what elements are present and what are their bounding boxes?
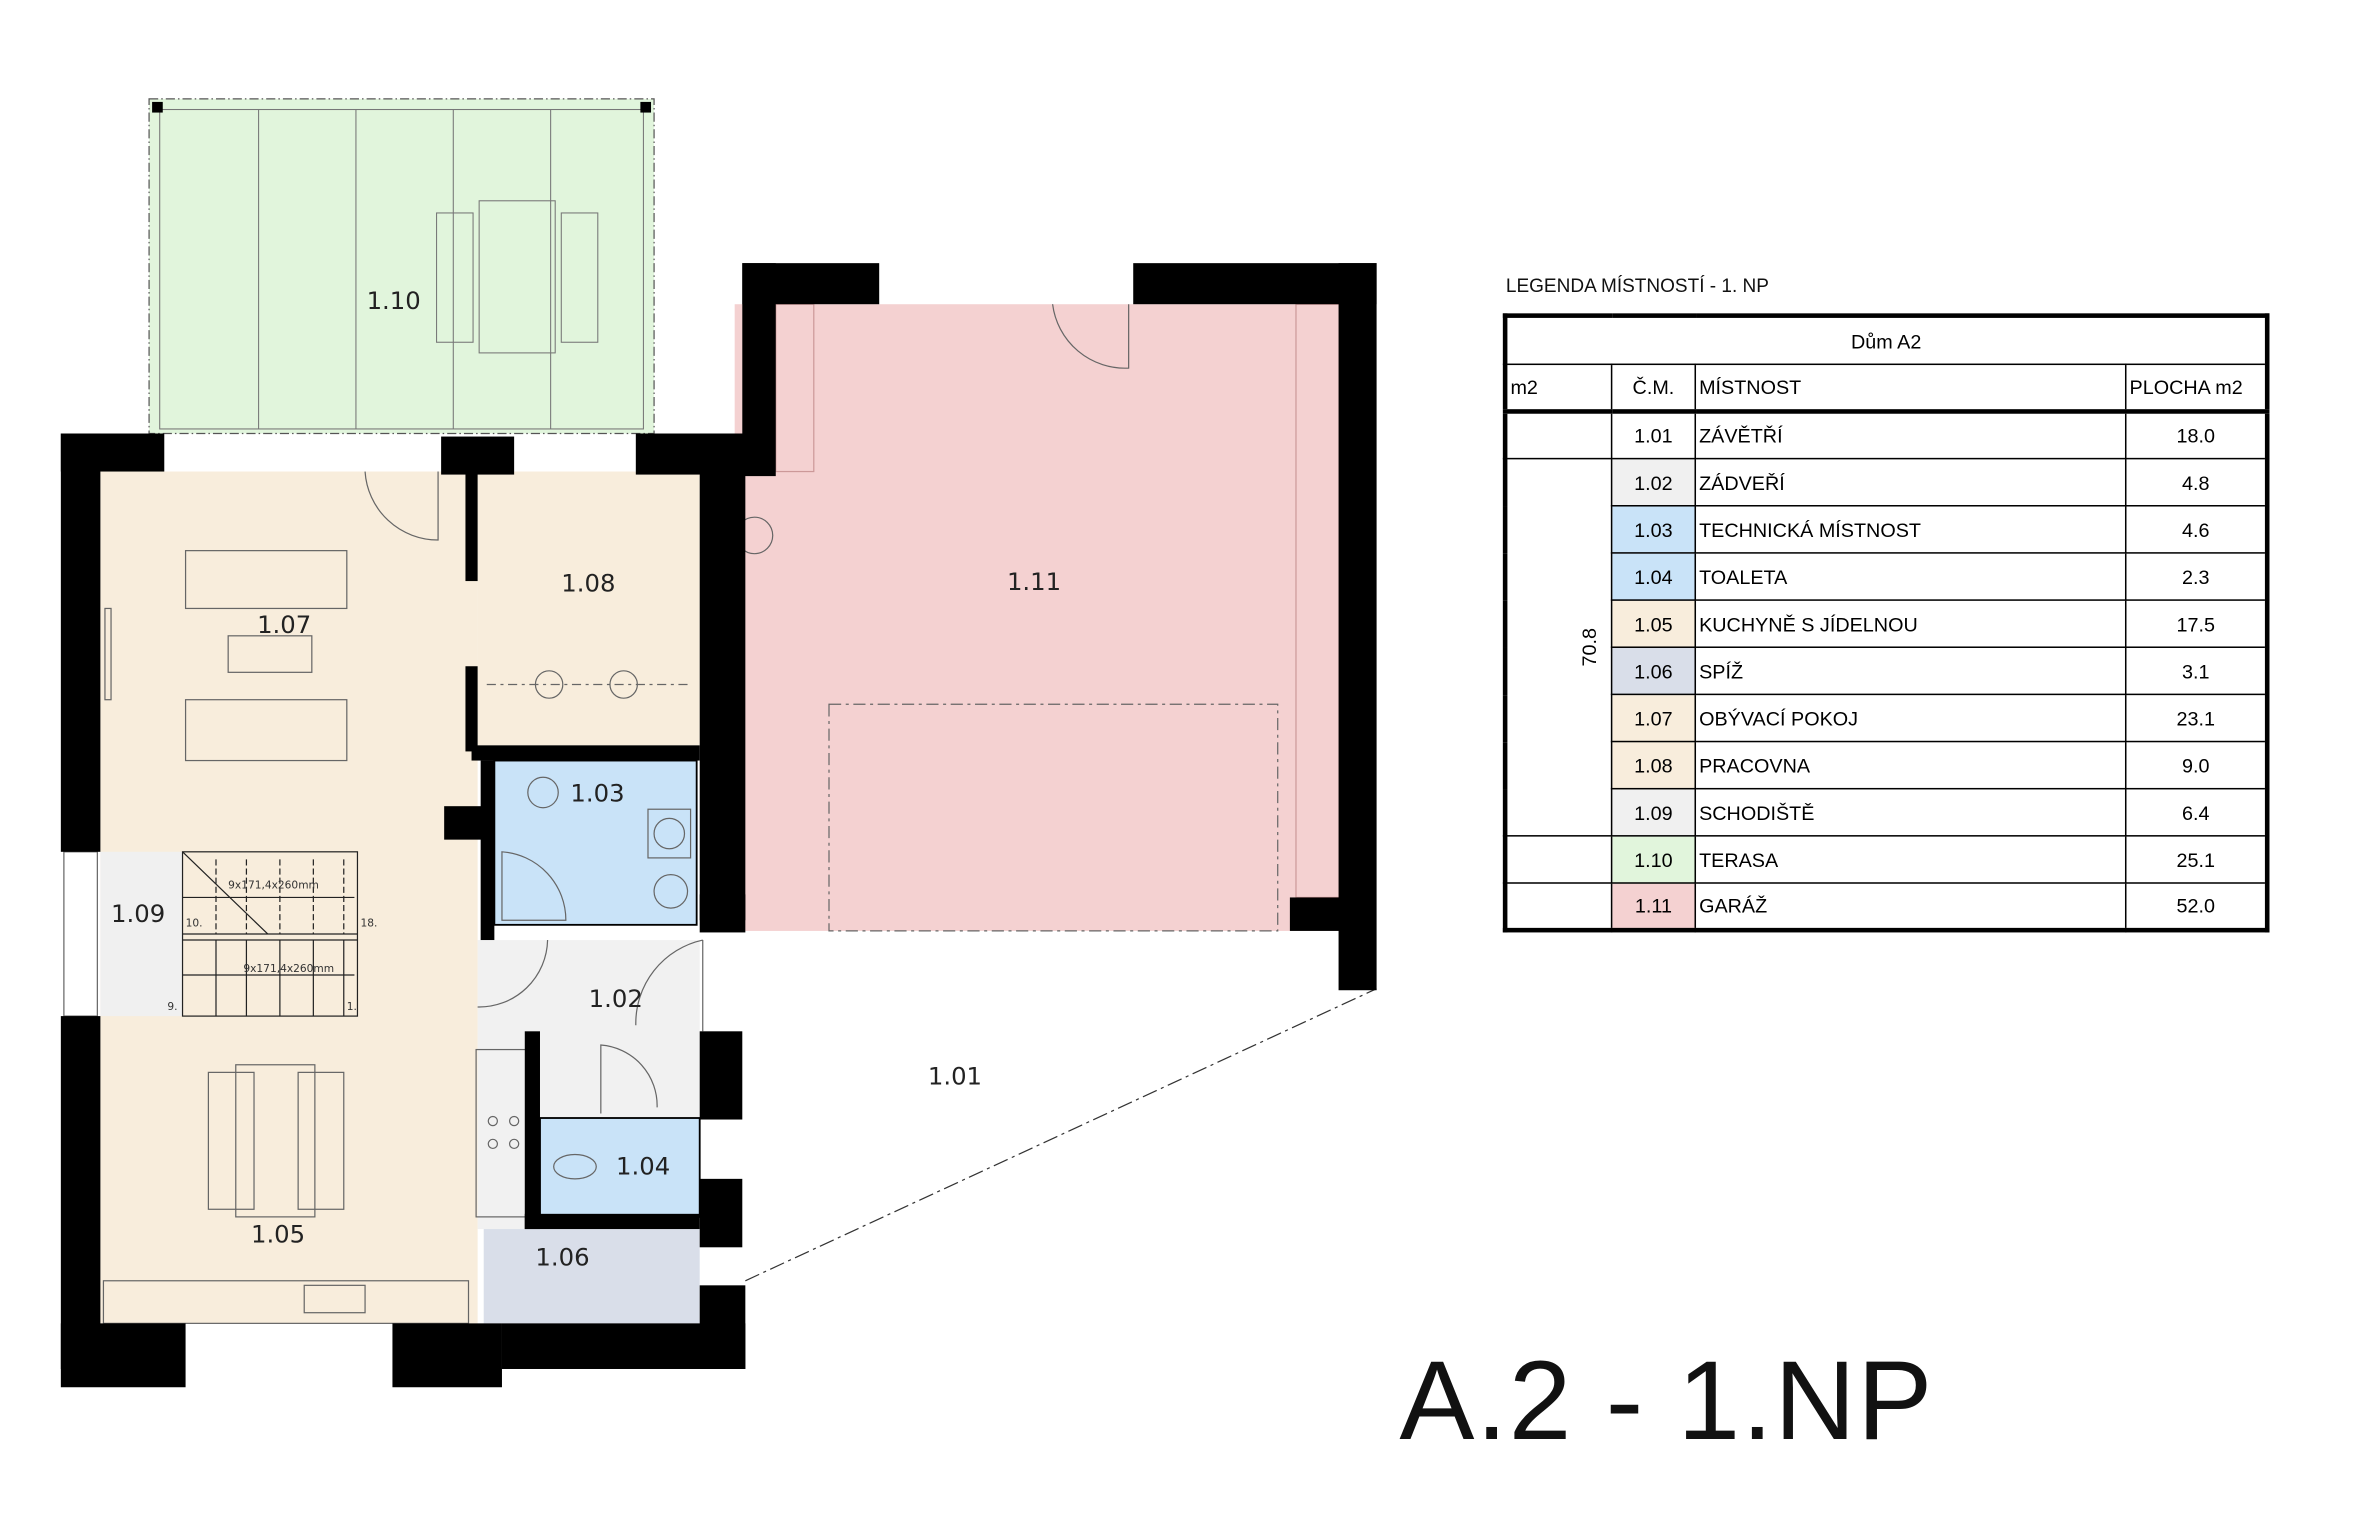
room-name: SPÍŽ bbox=[1694, 646, 2127, 696]
room-number: 1.11 bbox=[1610, 882, 1697, 931]
room-number: 1.02 bbox=[1610, 457, 1697, 507]
room-number: 1.05 bbox=[1610, 599, 1697, 648]
room-label-1-07: 1.07 bbox=[257, 610, 311, 639]
legend-title: LEGENDA MÍSTNOSTÍ - 1. NP bbox=[1505, 275, 1769, 297]
stair-step-18: 18. bbox=[361, 916, 378, 929]
room-label-1-10: 1.10 bbox=[367, 286, 421, 315]
pantry-1-06 bbox=[483, 1229, 700, 1324]
room-number: 1.07 bbox=[1610, 693, 1697, 743]
room-area: 52.0 bbox=[2124, 882, 2268, 931]
room-label-1-02: 1.02 bbox=[589, 984, 643, 1013]
group-total-area: 70.8 bbox=[1577, 627, 1600, 667]
header-m2: m2 bbox=[1504, 363, 1613, 414]
room-label-1-01: 1.01 bbox=[928, 1062, 982, 1091]
room-area: 23.1 bbox=[2124, 693, 2268, 743]
stair-step-1: 1. bbox=[347, 1000, 357, 1013]
room-name: TECHNICKÁ MÍSTNOST bbox=[1694, 505, 2127, 554]
canopy-outline bbox=[745, 988, 1377, 1282]
room-area: 3.1 bbox=[2124, 646, 2268, 696]
room-number: 1.03 bbox=[1610, 505, 1697, 554]
room-label-1-03: 1.03 bbox=[570, 779, 624, 808]
room-number: 1.08 bbox=[1610, 740, 1697, 790]
stair-landing-1-09 bbox=[100, 851, 183, 1017]
room-name: ZÁDVEŘÍ bbox=[1694, 457, 2127, 507]
room-number: 1.10 bbox=[1610, 835, 1697, 884]
legend-group-cell bbox=[1504, 835, 1613, 884]
staircase bbox=[181, 851, 359, 1017]
room-label-1-11: 1.11 bbox=[1007, 567, 1061, 596]
room-label-1-04: 1.04 bbox=[616, 1151, 670, 1180]
legend-group-cell bbox=[1504, 410, 1613, 460]
stair-step-9: 9. bbox=[167, 1000, 177, 1013]
stair-dimension-lower: 9x171,4x260mm bbox=[243, 962, 334, 975]
room-area: 9.0 bbox=[2124, 740, 2268, 790]
room-name: KUCHYNĚ S JÍDELNOU bbox=[1694, 599, 2127, 648]
terrace-1-10 bbox=[148, 98, 655, 435]
room-area: 4.8 bbox=[2124, 457, 2268, 507]
room-name: PRACOVNA bbox=[1694, 740, 2127, 790]
stair-dimension-upper: 9x171,4x260mm bbox=[228, 878, 319, 891]
room-name: OBÝVACÍ POKOJ bbox=[1694, 693, 2127, 743]
header-area: PLOCHA m2 bbox=[2124, 363, 2268, 414]
room-number: 1.06 bbox=[1610, 646, 1697, 696]
room-label-1-06: 1.06 bbox=[535, 1243, 589, 1272]
room-name: TERASA bbox=[1694, 835, 2127, 884]
legend-house-name: Dům A2 bbox=[1504, 314, 2268, 366]
room-number: 1.01 bbox=[1610, 410, 1697, 460]
room-number: 1.09 bbox=[1610, 787, 1697, 837]
room-area: 17.5 bbox=[2124, 599, 2268, 648]
drawing-title: A.2 - 1.NP bbox=[1399, 1337, 1934, 1464]
room-area: 6.4 bbox=[2124, 787, 2268, 837]
room-area: 2.3 bbox=[2124, 552, 2268, 601]
room-label-1-05: 1.05 bbox=[251, 1220, 305, 1249]
room-area: 25.1 bbox=[2124, 835, 2268, 884]
legend-group-cell: 70.8 bbox=[1504, 457, 1613, 837]
room-area: 18.0 bbox=[2124, 410, 2268, 460]
legend-group-cell bbox=[1504, 882, 1613, 931]
room-label-1-09: 1.09 bbox=[111, 899, 165, 928]
stair-step-10: 10. bbox=[186, 916, 203, 929]
room-label-1-08: 1.08 bbox=[561, 569, 615, 598]
room-name: TOALETA bbox=[1694, 552, 2127, 601]
header-room-name: MÍSTNOST bbox=[1694, 363, 2127, 414]
room-name: SCHODIŠTĚ bbox=[1694, 787, 2127, 837]
room-number: 1.04 bbox=[1610, 552, 1697, 601]
garage-1-11 bbox=[734, 304, 1344, 931]
room-name: GARÁŽ bbox=[1694, 882, 2127, 931]
room-area: 4.6 bbox=[2124, 505, 2268, 554]
room-name: ZÁVĚTŘÍ bbox=[1694, 410, 2127, 460]
study-1-08 bbox=[477, 471, 700, 746]
header-room-number: Č.M. bbox=[1610, 363, 1697, 414]
walls bbox=[60, 263, 1377, 1388]
